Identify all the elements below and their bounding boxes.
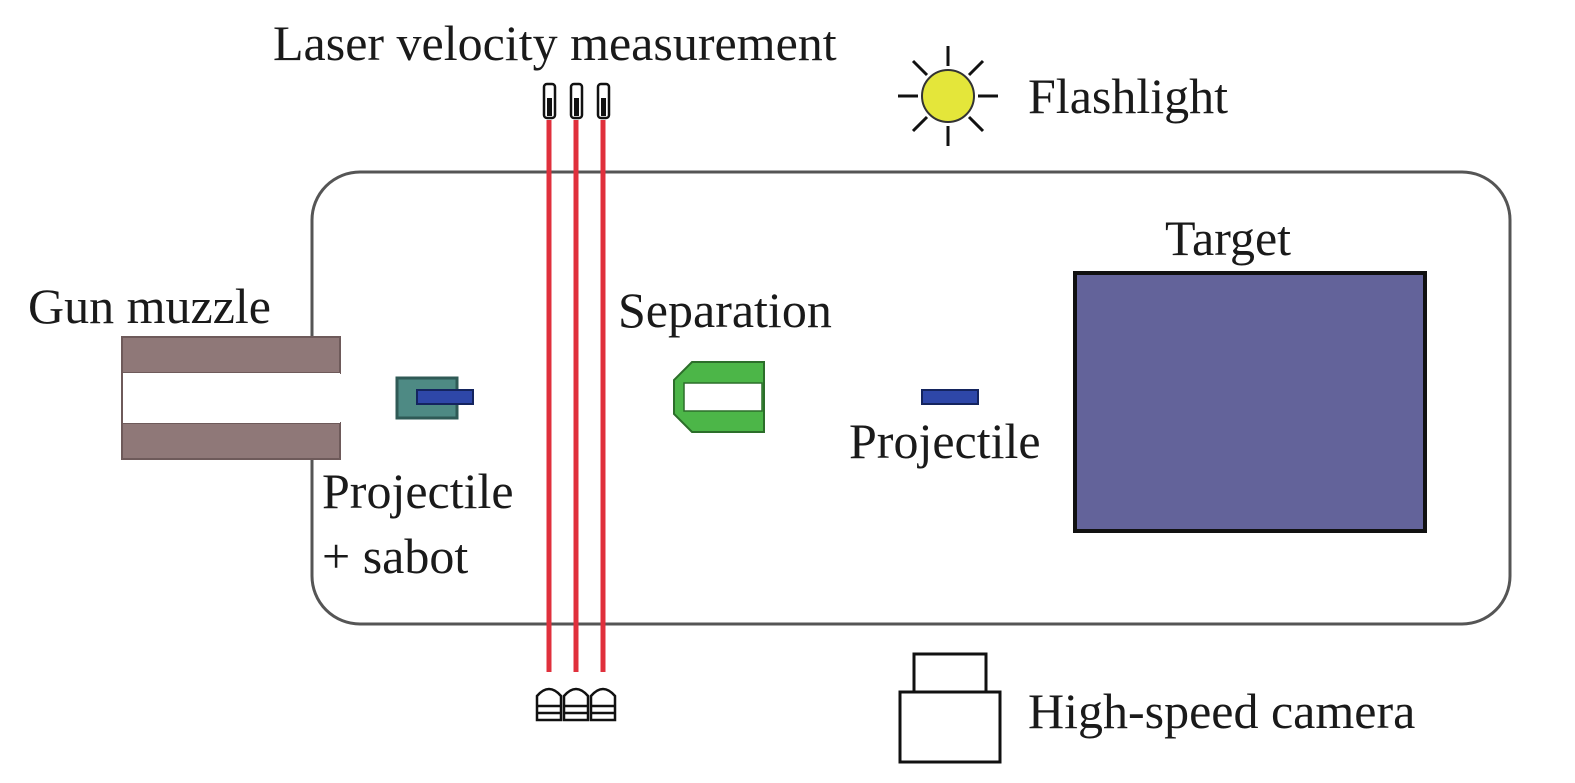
high-speed-camera-icon xyxy=(898,652,1002,764)
target-label: Target xyxy=(1165,210,1291,266)
projectile-sabot-label-line2: + sabot xyxy=(322,528,468,584)
laser-velocity-label: Laser velocity measurement xyxy=(273,15,837,71)
laser-receiver-icon xyxy=(535,687,617,722)
target xyxy=(1073,271,1427,533)
flashlight-icon xyxy=(898,46,998,146)
projectile-with-sabot xyxy=(395,376,474,420)
laser-beams xyxy=(546,120,606,672)
projectile-label: Projectile xyxy=(849,413,1041,469)
separation-label: Separation xyxy=(618,282,832,338)
laser-emitter-icon xyxy=(542,82,611,120)
gun-muzzle-label: Gun muzzle xyxy=(28,278,271,334)
high-speed-camera-label: High-speed camera xyxy=(1028,683,1415,739)
projectile-sabot-label-line1: Projectile xyxy=(322,463,514,519)
flashlight-label: Flashlight xyxy=(1028,68,1228,124)
projectile xyxy=(921,389,979,405)
separating-sabot xyxy=(673,361,765,433)
gun-muzzle xyxy=(121,336,341,460)
